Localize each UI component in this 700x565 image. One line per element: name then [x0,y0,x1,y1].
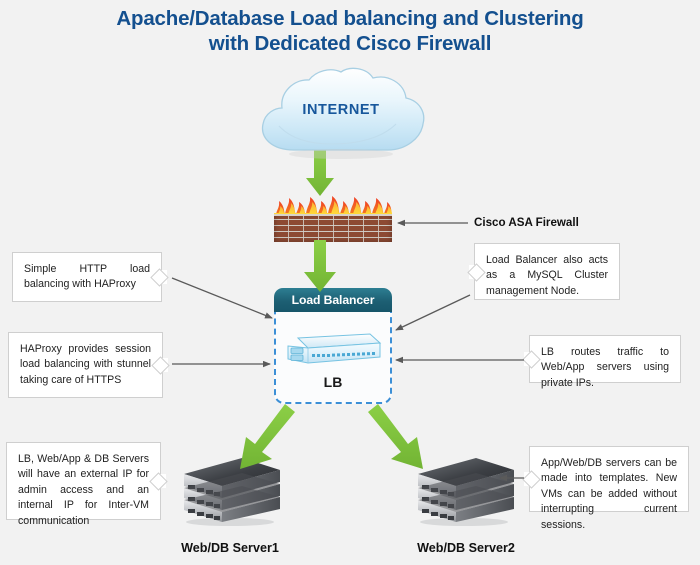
page-title: Apache/Database Load balancing and Clust… [0,6,700,56]
load-balancer-device [284,330,382,370]
server-2-caption: Web/DB Server2 [417,541,515,555]
callout-templates: App/Web/DB servers can be made into temp… [524,446,689,531]
callout-haproxy-simple-text: Simple HTTP load balancing with HAProxy [24,263,150,291]
server-1-caption: Web/DB Server1 [181,541,279,555]
callout-mysql-cluster: Load Balancer also acts as a MySQL Clust… [469,243,620,300]
callout-external-ip: LB, Web/App & DB Servers will have an ex… [6,442,166,527]
callout-lb-routes: LB routes traffic to Web/App servers usi… [524,335,681,389]
connector-haproxysimple-to-lb [171,277,273,319]
callout-external-ip-text: LB, Web/App & DB Servers will have an ex… [18,453,149,527]
callout-nib [158,358,168,372]
server-node-2 [410,452,518,526]
load-balancer-caption: LB [323,374,343,390]
internet-cloud: INTERNET [246,66,436,162]
server-rack-icon [418,458,514,526]
load-balancer-header: Load Balancer [274,288,392,312]
callout-mysql-cluster-text: Load Balancer also acts as a MySQL Clust… [486,254,608,297]
page-title-line2: with Dedicated Cisco Firewall [208,32,492,55]
connector-mysql-to-lb [395,294,471,331]
brick-wall-icon [274,214,392,242]
callout-nib [469,264,479,279]
server-rack-icon [184,458,280,526]
callout-nib [156,474,166,488]
callout-nib [157,270,167,284]
internet-label: INTERNET [302,102,380,118]
callout-templates-text: App/Web/DB servers can be made into temp… [541,457,677,531]
callout-haproxy-session: HAProxy provides session load balancing … [8,332,168,398]
label-cisco-asa-firewall: Cisco ASA Firewall [474,216,579,229]
callout-nib [524,472,534,486]
callout-lb-routes-text: LB routes traffic to Web/App servers usi… [541,346,669,389]
callout-haproxy-session-text: HAProxy provides session load balancing … [20,343,151,386]
arrow-firewall-to-loadbalancer [304,240,336,292]
flame-icon [274,196,392,216]
firewall-node [274,196,392,242]
server-node-1 [176,452,284,526]
callout-nib [524,352,534,366]
network-switch-icon [287,333,382,364]
callout-haproxy-simple: Simple HTTP load balancing with HAProxy [12,252,167,302]
page-title-line1: Apache/Database Load balancing and Clust… [116,7,584,30]
